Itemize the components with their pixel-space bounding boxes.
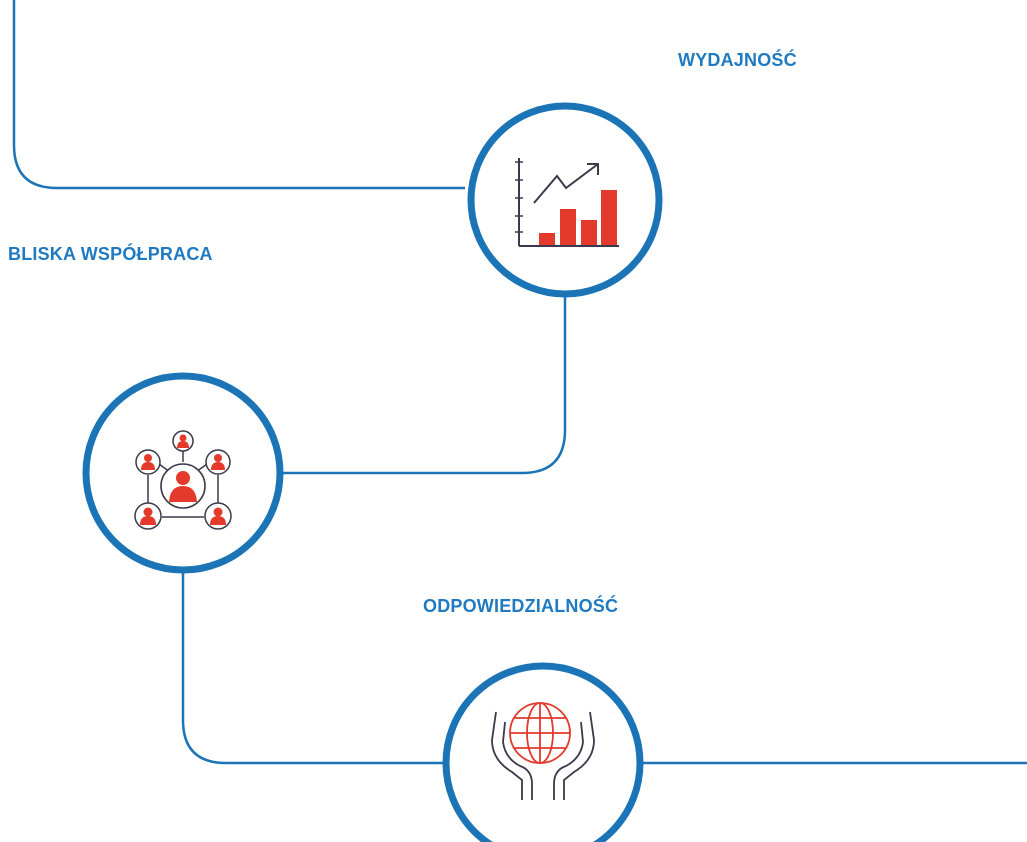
bar-chart-trend-icon (515, 158, 619, 247)
label-bliska-wspolpraca: BLISKA WSPÓŁPRACA (8, 244, 213, 264)
performance-node (467, 102, 663, 298)
hands-globe-icon (491, 702, 595, 800)
label-wydajnosc: WYDAJNOŚĆ (678, 50, 797, 70)
connector-line (12, 0, 1027, 765)
label-odpowiedzialnosc: ODPOWIEDZIALNOŚĆ (423, 596, 619, 616)
collaboration-node (82, 372, 284, 574)
responsibility-node (442, 662, 644, 842)
people-network-icon (134, 430, 232, 530)
